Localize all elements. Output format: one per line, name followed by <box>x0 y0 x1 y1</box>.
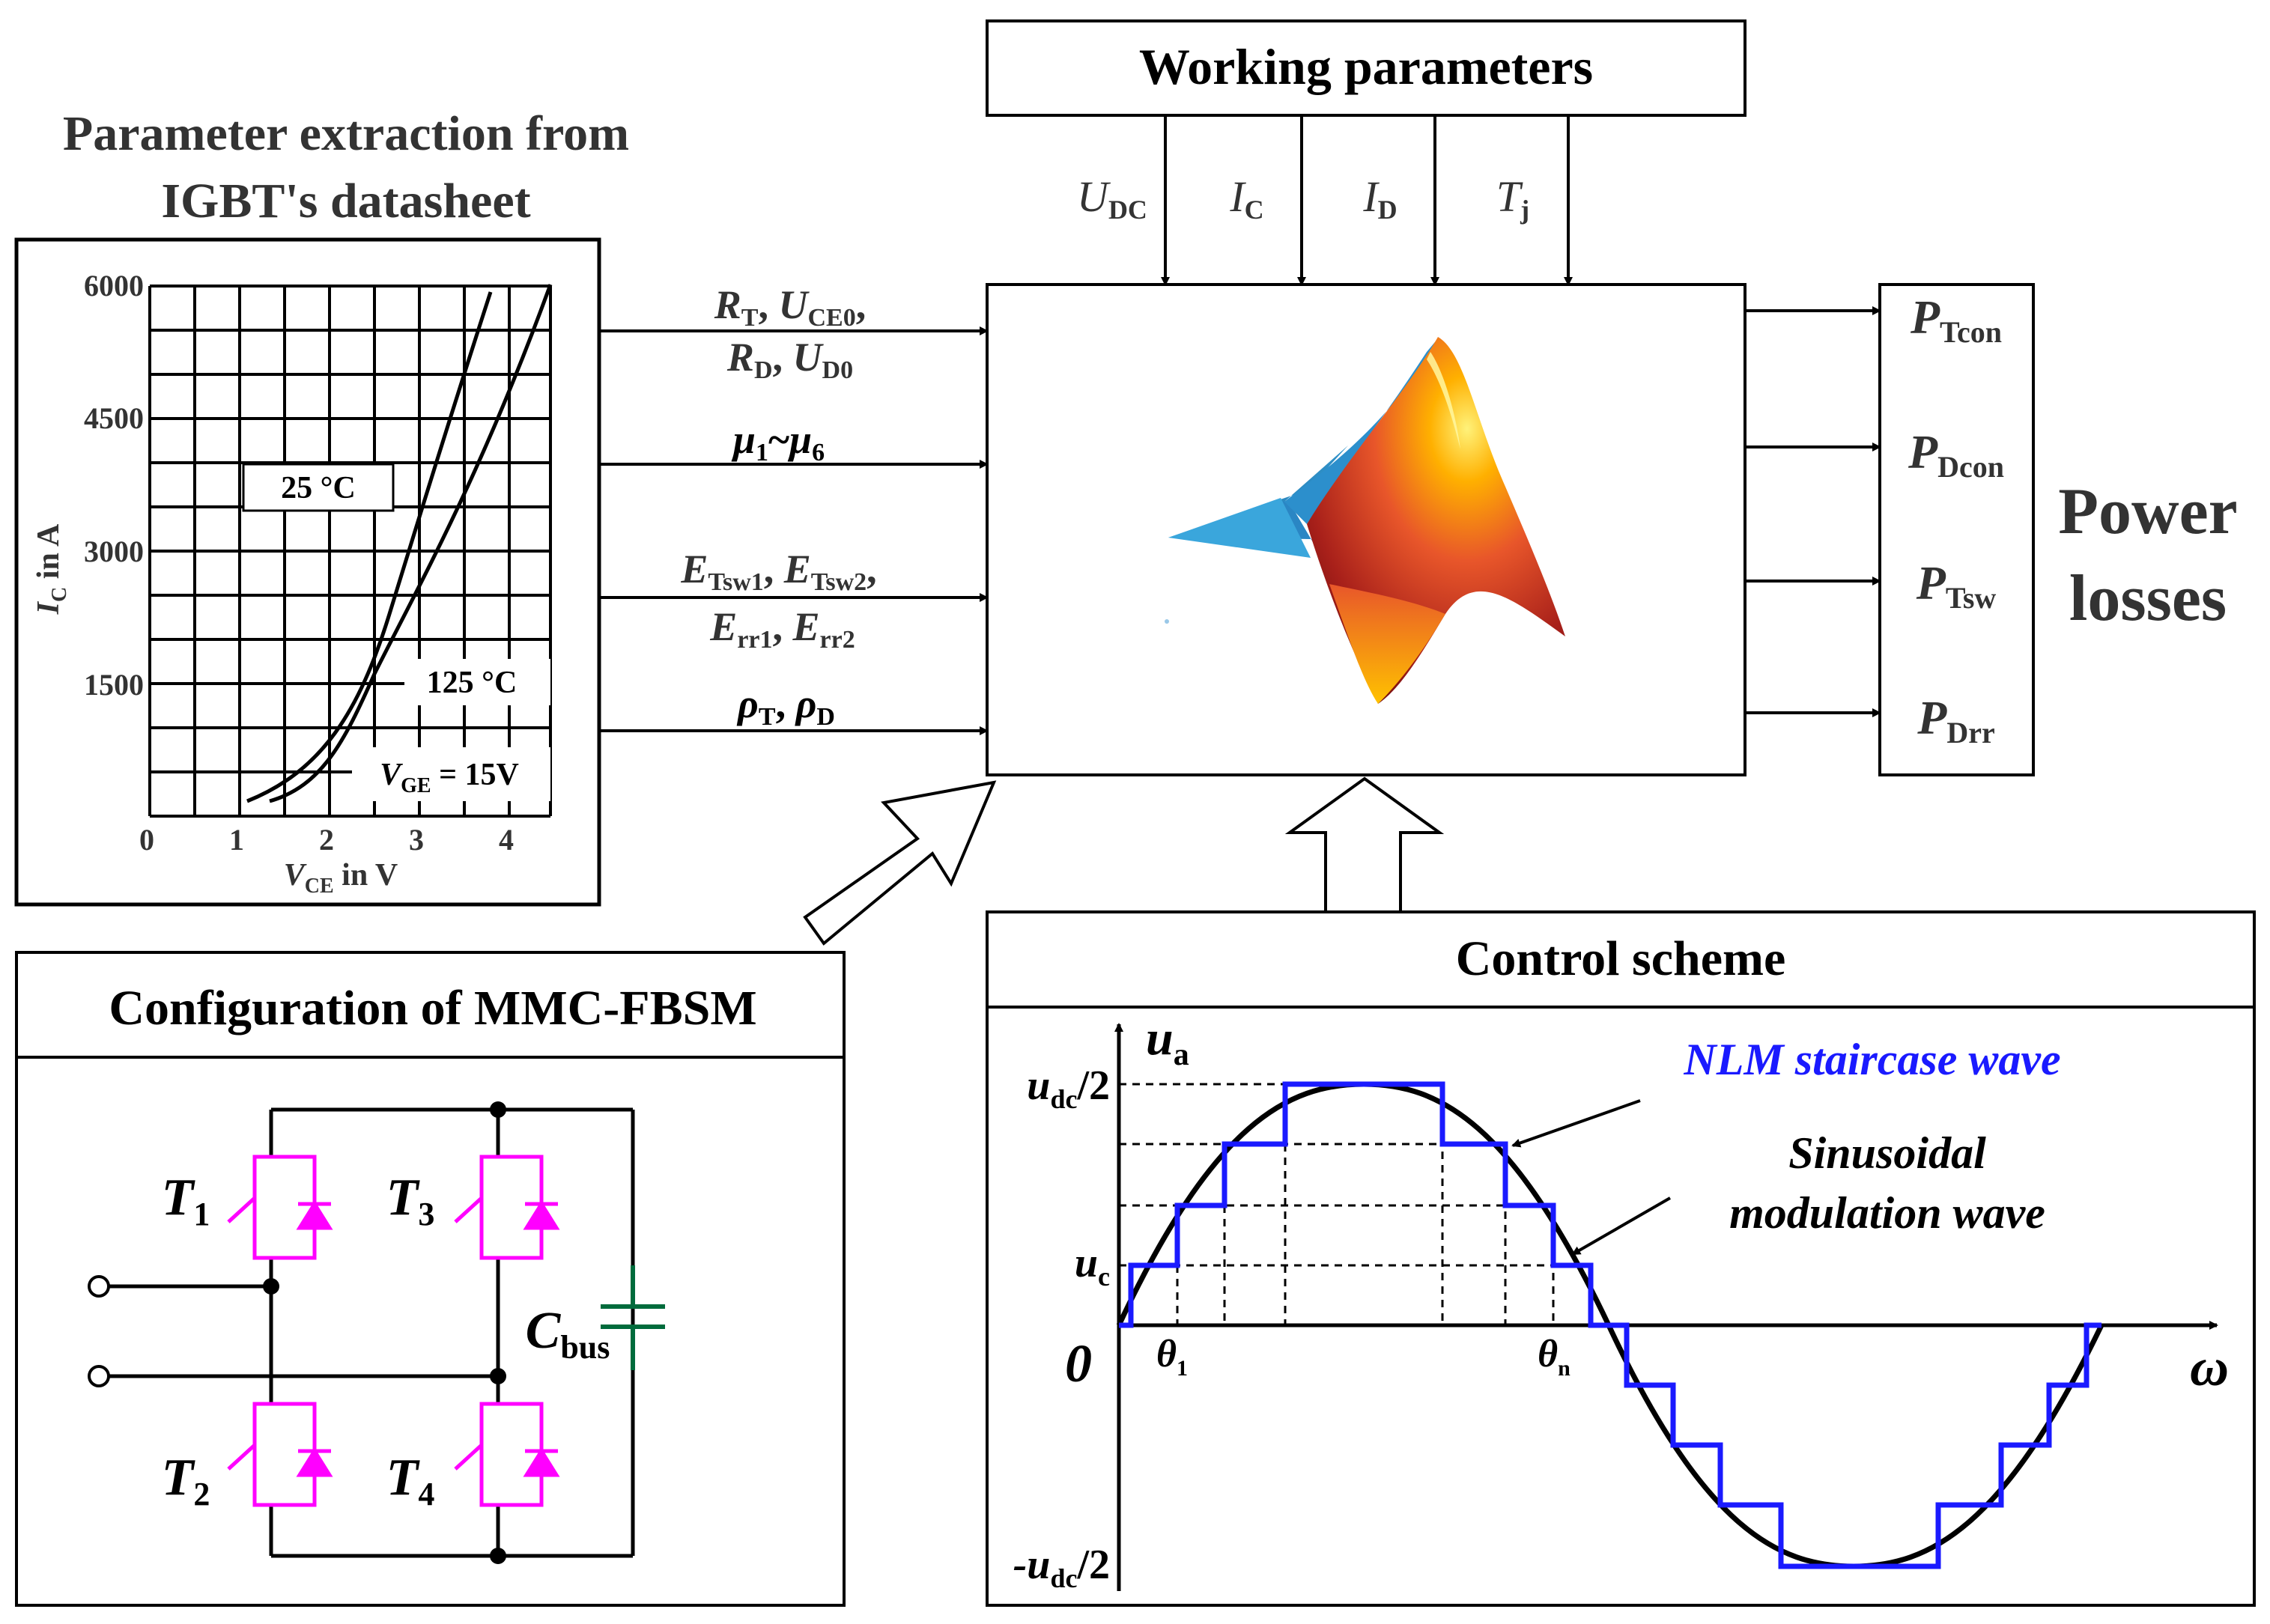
datasheet-frame <box>14 237 601 907</box>
datasheet-x-axis-label: VCE in V <box>284 858 398 898</box>
param-r-u-line1: RT, UCE0, <box>714 282 866 332</box>
label-vge: VGE = 15V <box>380 758 519 797</box>
x-tick: 3 <box>409 823 424 857</box>
param-e-line1: ETsw1, ETsw2, <box>680 547 876 596</box>
outputs-section: PTcon PDcon PTsw PDrr Power losses <box>1745 283 2238 776</box>
outputs-box <box>1878 283 2035 776</box>
thetan-label: θn <box>1538 1333 1571 1381</box>
igbt-t4-icon <box>454 1402 560 1507</box>
y-tick: 4500 <box>84 401 144 435</box>
y-tick: 6000 <box>84 269 144 302</box>
output-pdrr: PDrr <box>1917 691 1995 749</box>
omega-label: ω <box>2190 1337 2229 1397</box>
datasheet-y-ticks: 6000 4500 3000 1500 <box>84 269 144 702</box>
input-ic: IC <box>1229 172 1263 225</box>
label-box-125c <box>404 659 550 705</box>
datasheet-title-line1: Parameter extraction from <box>63 106 629 161</box>
label-t3: T3 <box>386 1169 435 1232</box>
origin-label: 0 <box>1065 1333 1092 1393</box>
matlab-logo-icon <box>1165 337 1565 704</box>
matlab-block <box>986 283 1746 776</box>
working-parameters-title: Working parameters <box>1139 38 1593 95</box>
label-box-25c <box>242 463 395 512</box>
hollow-arrow-mmc-to-matlab <box>803 780 997 946</box>
sinusoidal-label-line1: Sinusoidal <box>1788 1128 1986 1178</box>
igbt-t1-icon <box>227 1155 333 1260</box>
terminal-b <box>88 1365 110 1387</box>
parameter-arrows: RT, UCE0, RD, UD0 μ1~μ6 ETsw1, ETsw2, Er… <box>599 282 989 735</box>
junction-dot <box>263 1278 279 1295</box>
neg-udc-half-label: -udc/2 <box>1013 1542 1110 1593</box>
param-mu: μ1~μ6 <box>731 417 825 466</box>
junction-dot <box>490 1548 506 1564</box>
hollow-arrows <box>803 776 1445 946</box>
datasheet-y-axis-label: IC in A <box>31 523 71 615</box>
terminal-a <box>88 1275 110 1298</box>
power-losses-line1: Power <box>2058 475 2237 548</box>
x-tick: 2 <box>319 823 334 857</box>
mmc-section: Configuration of MMC-FBSM <box>15 951 846 1607</box>
working-parameters-box <box>986 19 1746 117</box>
y-tick: 3000 <box>84 535 144 568</box>
label-t4: T4 <box>386 1449 435 1512</box>
uc-label: uc <box>1075 1240 1110 1292</box>
label-cbus: Cbus <box>526 1302 610 1366</box>
arrow-nlm-callout <box>1511 1099 1641 1148</box>
x-tick: 1 <box>229 823 244 857</box>
mmc-frame <box>15 951 846 1607</box>
nlm-label: NLM staircase wave <box>1683 1035 2060 1084</box>
curve-125c <box>269 284 553 803</box>
output-pdcon: PDcon <box>1908 425 2004 484</box>
control-section: Control scheme ua udc/2 uc -udc/2 <box>986 910 2256 1607</box>
x-tick: 4 <box>499 823 514 857</box>
label-125c: 125 °C <box>427 666 518 700</box>
control-title: Control scheme <box>1456 931 1786 986</box>
label-box-vge <box>352 747 550 801</box>
working-parameters-section: Working parameters UDC IC ID Tj <box>986 19 1746 286</box>
datasheet-x-ticks: 0 1 2 3 4 <box>139 823 514 857</box>
label-25c: 25 °C <box>281 471 356 505</box>
input-id: ID <box>1362 172 1397 225</box>
mmc-title: Configuration of MMC-FBSM <box>109 981 756 1035</box>
junction-dot <box>490 1101 506 1118</box>
igbt-t3-icon <box>454 1155 560 1260</box>
label-t2: T2 <box>162 1449 210 1512</box>
output-ptcon: PTcon <box>1910 291 2002 349</box>
input-udc: UDC <box>1077 172 1147 225</box>
udc-half-label: udc/2 <box>1027 1062 1110 1114</box>
x-tick: 0 <box>139 823 154 857</box>
igbt-t2-icon <box>227 1402 333 1507</box>
theta1-label: θ1 <box>1156 1333 1188 1381</box>
curve-25c <box>246 291 493 803</box>
param-rho: ρT, ρD <box>736 681 835 731</box>
hollow-arrow-control-to-matlab <box>1284 776 1445 912</box>
datasheet-title-line2: IGBT's datasheet <box>161 174 530 228</box>
param-e-line2: Err1, Err2 <box>709 604 855 654</box>
ua-label: ua <box>1146 1011 1189 1072</box>
power-losses-line2: losses <box>2069 562 2227 635</box>
nlm-staircase-wave <box>1119 1081 2101 1569</box>
param-r-u-line2: RD, UD0 <box>726 335 853 384</box>
label-t1: T1 <box>162 1169 210 1232</box>
input-tj: Tj <box>1496 172 1529 225</box>
datasheet-section: Parameter extraction from IGBT's datashe… <box>14 106 629 907</box>
y-tick: 1500 <box>84 668 144 702</box>
capacitor-icon <box>601 1265 665 1370</box>
control-frame <box>986 910 2256 1607</box>
junction-dot <box>490 1368 506 1384</box>
output-ptsw: PTsw <box>1916 556 1997 615</box>
datasheet-grid <box>148 285 552 818</box>
arrow-sin-callout <box>1571 1196 1671 1256</box>
sinusoidal-label-line2: modulation wave <box>1729 1188 2045 1238</box>
